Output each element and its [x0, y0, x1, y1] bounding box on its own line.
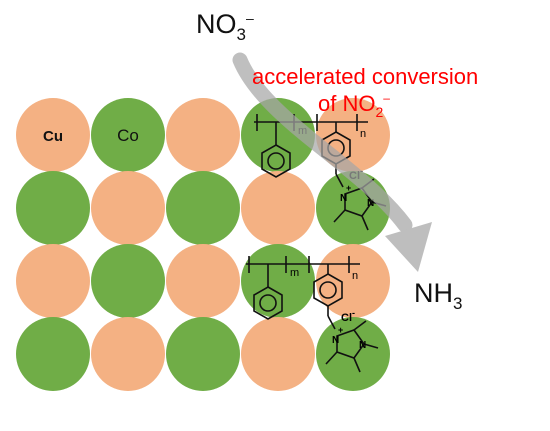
- counter-ion-label: Cl-: [341, 308, 355, 324]
- nitrogen-1: N: [340, 193, 347, 204]
- cu-atom-label: Cu: [43, 128, 63, 145]
- cu-atom: [316, 244, 390, 318]
- cation-charge: +: [346, 183, 351, 193]
- co-atom: [91, 98, 165, 172]
- cu-atom: [16, 244, 90, 318]
- co-atom: [166, 171, 240, 245]
- alloy-lattice: Cu Co: [16, 98, 390, 391]
- co-atom: [241, 244, 315, 318]
- repeat-m-label: m: [290, 267, 299, 279]
- nitrogen-2: N: [359, 340, 366, 351]
- repeat-n-label: n: [360, 128, 366, 140]
- cu-atom: [241, 317, 315, 391]
- cu-atom: [91, 317, 165, 391]
- cu-atom: [241, 171, 315, 245]
- reaction-arrow: [232, 52, 432, 272]
- reactant-label: NO3–: [196, 9, 254, 44]
- co-atom: [91, 244, 165, 318]
- co-atom: [16, 317, 90, 391]
- cu-atom: [166, 244, 240, 318]
- annotation-line-1: accelerated conversion: [252, 64, 478, 89]
- nitrogen-2: N: [367, 198, 374, 209]
- co-atom: [241, 98, 315, 172]
- cu-atom: [91, 171, 165, 245]
- co-atom-label: Co: [117, 126, 139, 145]
- co-atom: [166, 317, 240, 391]
- cu-atom: [166, 98, 240, 172]
- repeat-n-label: n: [352, 270, 358, 282]
- product-label: NH3: [414, 278, 462, 313]
- nitrogen-1: N: [332, 335, 339, 346]
- cu-atom: [16, 98, 90, 172]
- polymer-chain-lower: m n Cl- + N N: [246, 256, 379, 373]
- co-atom: [316, 317, 390, 391]
- cation-charge: +: [338, 325, 343, 335]
- annotation-line-2: of NO2–: [318, 91, 390, 120]
- co-atom: [16, 171, 90, 245]
